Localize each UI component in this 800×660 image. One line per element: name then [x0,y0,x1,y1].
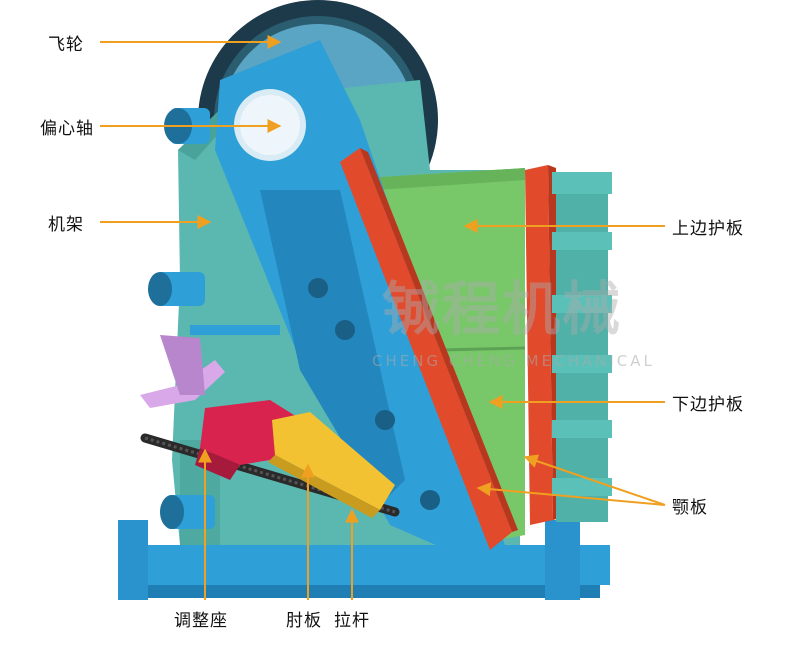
watermark-en: CHENG CHENG MECHANICAL [372,352,655,370]
label-eccentric-shaft: 偏心轴 [40,119,94,139]
label-upper-side-guard: 上边护板 [672,219,744,239]
moving-jaw-plate [340,148,518,550]
frame-right-section [552,172,612,522]
watermark-cn: 铖程机械 [382,275,623,343]
spring-bracket [140,325,280,408]
label-tie-rod: 拉杆 [334,611,370,631]
label-toggle-plate: 肘板 [286,611,322,631]
label-frame: 机架 [48,215,84,235]
callout-arrows [100,35,666,600]
arrow-jaw-plate-2 [523,454,666,506]
label-adjusting-seat: 调整座 [174,611,228,631]
toggle-plate [268,412,395,518]
arrow-jaw-plate-1 [476,482,666,506]
label-flywheel: 飞轮 [48,35,84,55]
label-lower-side-guard: 下边护板 [672,395,744,415]
label-jaw-plate: 颚板 [672,498,708,518]
